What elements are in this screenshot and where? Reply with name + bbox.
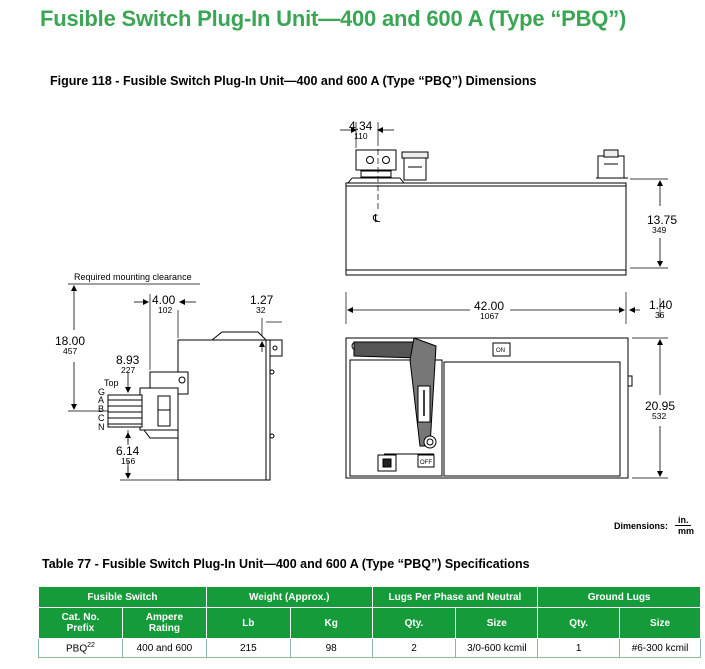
phase-label-c: C [98, 413, 105, 423]
header-cat-no: Cat. No. Prefix [38, 607, 123, 639]
centerline-symbol: ℄ [372, 213, 380, 225]
cell-ampere: 400 and 600 [121, 638, 207, 658]
header-lb: Lb [205, 607, 291, 639]
dim-stab-bottom-mm: 156 [121, 456, 135, 466]
dim-side-gap-mm: 36 [655, 310, 665, 320]
table-row: PBQ22 400 and 600 215 98 2 3/0-600 kcmil… [38, 638, 701, 658]
required-clearance-label: Required mounting clearance [74, 272, 192, 282]
specifications-table: Fusible Switch Weight (Approx.) Lugs Per… [38, 586, 701, 658]
dim-stab-height-mm: 227 [121, 365, 135, 375]
header-lug-qty: Qty. [371, 607, 457, 639]
front-view [345, 292, 668, 479]
cell-gnd-qty: 1 [537, 638, 621, 658]
cell-lug-size: 3/0-600 kcmil [455, 638, 539, 658]
on-label: ON [496, 348, 505, 354]
dim-height-in: 13.75 [647, 213, 677, 227]
table-sub-header-row: Cat. No. Prefix Ampere Rating Lb Kg Qty.… [38, 607, 701, 639]
cell-lb: 215 [205, 638, 291, 658]
side-view [68, 283, 283, 481]
dim-front-height-mm: 532 [652, 411, 666, 421]
dim-hook-mm: 32 [256, 305, 266, 315]
dimension-drawing: 4.34 110 ℄ 13.75 349 [55, 119, 677, 481]
dim-clearance-in: 18.00 [55, 334, 85, 348]
header-gnd-qty: Qty. [537, 607, 621, 639]
top-view [340, 122, 668, 276]
top-label: Top [104, 378, 119, 388]
phase-label-b: B [98, 404, 104, 414]
phase-label-n: N [98, 422, 105, 432]
dim-clearance-mm: 457 [63, 346, 77, 356]
page-title: Fusible Switch Plug-In Unit—400 and 600 … [40, 6, 627, 31]
header-ground-lugs: Ground Lugs [537, 586, 701, 608]
phase-label-a: A [98, 395, 104, 405]
off-label: OFF [420, 460, 432, 466]
header-kg: Kg [289, 607, 373, 639]
cell-prefix: PBQ22 [38, 638, 123, 658]
dim-length-mm: 1067 [480, 311, 499, 321]
dim-top-width-mm: 110 [354, 131, 368, 141]
header-weight: Weight (Approx.) [205, 586, 373, 608]
footnote-marker: 22 [87, 641, 95, 649]
dim-stab-bottom-in: 6.14 [116, 444, 140, 458]
dim-offset-top-in: 4.00 [152, 293, 176, 307]
dimensions-unit-in: in. [678, 515, 689, 525]
dim-side-gap-in: 1.40 [649, 298, 673, 312]
table-group-header-row: Fusible Switch Weight (Approx.) Lugs Per… [38, 586, 701, 608]
header-fusible-switch: Fusible Switch [38, 586, 207, 608]
header-gnd-size: Size [619, 607, 701, 639]
dim-stab-height-in: 8.93 [116, 353, 140, 367]
dimensions-unit-mm: mm [678, 526, 695, 536]
dim-offset-top-mm: 102 [158, 305, 172, 315]
figure-caption: Figure 118 - Fusible Switch Plug-In Unit… [50, 74, 537, 88]
dimensions-label: Dimensions: [614, 521, 669, 531]
dim-front-height-in: 20.95 [645, 399, 675, 413]
table-caption: Table 77 - Fusible Switch Plug-In Unit—4… [42, 557, 530, 571]
phase-label-g: G [98, 387, 105, 397]
cell-kg: 98 [289, 638, 373, 658]
dim-hook-in: 1.27 [250, 293, 274, 307]
header-lug-size: Size [455, 607, 539, 639]
dim-top-width-in: 4.34 [349, 119, 373, 133]
dim-length-in: 42.00 [474, 299, 504, 313]
dim-height-mm: 349 [652, 225, 666, 235]
header-ampere: Ampere Rating [121, 607, 207, 639]
cell-gnd-size: #6-300 kcmil [619, 638, 701, 658]
header-lugs: Lugs Per Phase and Neutral [371, 586, 539, 608]
cell-lug-qty: 2 [371, 638, 457, 658]
